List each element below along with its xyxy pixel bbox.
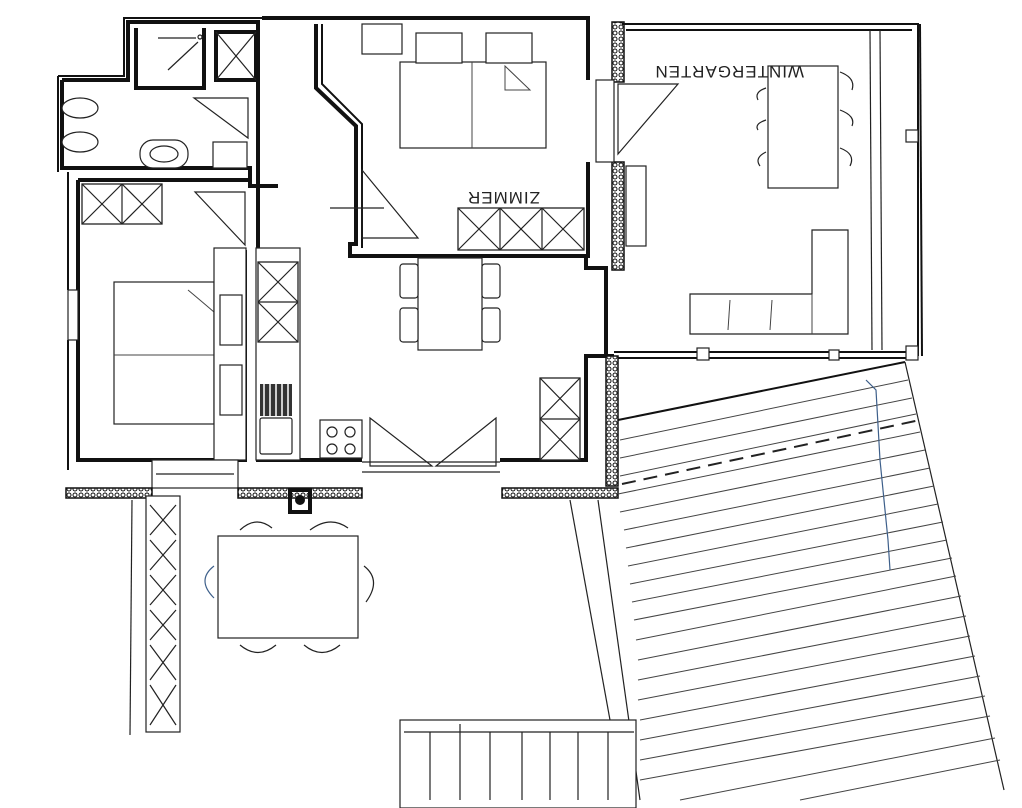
room-label-wintergarten: WINTERGARTEN (654, 62, 804, 81)
room-zimmer: ZIMMER (262, 16, 590, 258)
bedroom-2 (67, 172, 250, 489)
terrace (129, 495, 375, 736)
bathroom (57, 17, 278, 188)
room-label-zimmer: ZIMMER (467, 188, 540, 207)
wood-deck (399, 361, 1005, 808)
living-kitchen (65, 88, 619, 514)
room-wintergarten: WINTERGARTEN (595, 21, 923, 361)
